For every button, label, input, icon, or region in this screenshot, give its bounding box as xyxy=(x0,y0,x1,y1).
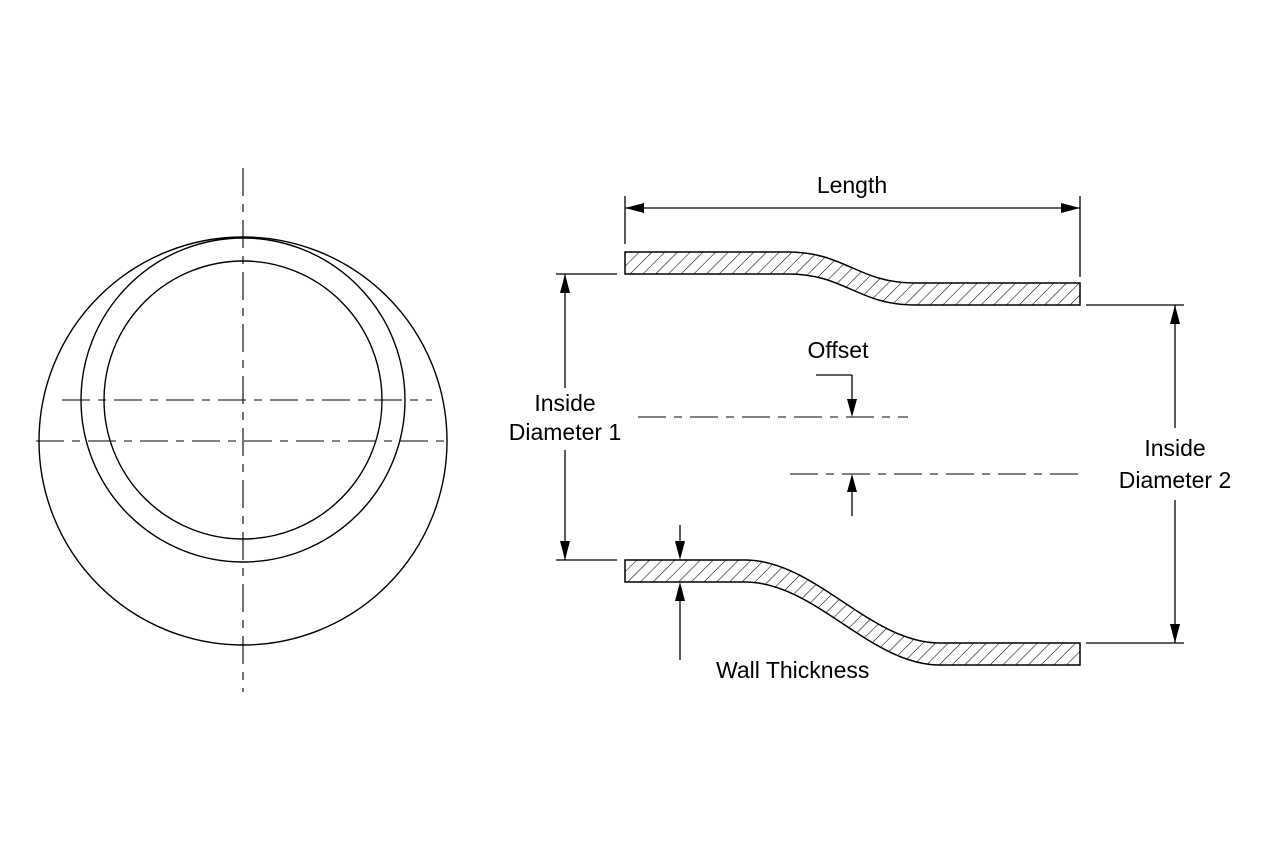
wall-thickness-arrow-down xyxy=(675,541,685,560)
length-arrow-left xyxy=(625,203,644,213)
offset-label: Offset xyxy=(808,337,870,363)
wall-thickness-dimension xyxy=(675,525,685,660)
id1-arrow-bottom xyxy=(560,541,570,560)
id2-arrow-bottom xyxy=(1170,624,1180,643)
inside-diameter-1-dimension xyxy=(556,273,617,561)
bottom-wall-section xyxy=(624,559,1081,666)
offset-arrow-up xyxy=(847,474,857,492)
length-label: Length xyxy=(817,172,887,198)
inside-diameter-1-label-line1: Inside xyxy=(534,390,595,416)
top-wall-section xyxy=(624,251,1081,306)
wall-thickness-arrow-up xyxy=(675,582,685,601)
offset-arrow-down xyxy=(847,399,857,417)
id1-arrow-top xyxy=(560,274,570,293)
front-view xyxy=(36,168,452,692)
wall-thickness-label: Wall Thickness xyxy=(716,657,869,683)
inside-diameter-1-label-line2: Diameter 1 xyxy=(509,419,621,445)
id2-arrow-top xyxy=(1170,305,1180,324)
length-arrow-right xyxy=(1061,203,1080,213)
side-section-view: Length Inside Diameter 1 Inside Diameter… xyxy=(509,172,1231,683)
side-view-centerlines xyxy=(638,416,1085,475)
offset-dimension xyxy=(816,374,857,516)
inside-diameter-2-label-line2: Diameter 2 xyxy=(1119,467,1231,493)
inside-diameter-2-label-line1: Inside xyxy=(1144,435,1205,461)
length-dimension xyxy=(624,196,1081,277)
inside-diameter-2-dimension xyxy=(1086,304,1184,644)
front-view-centerlines xyxy=(36,168,452,692)
